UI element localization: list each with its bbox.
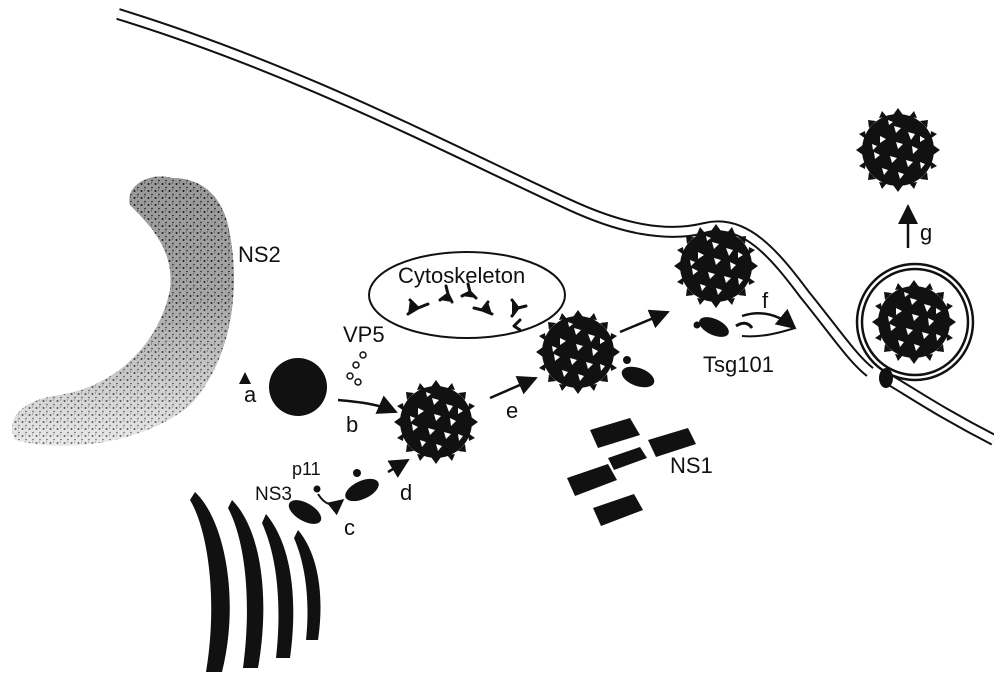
step-b-label: b	[346, 412, 358, 437]
step-d-label: d	[400, 480, 412, 505]
virion-5-released	[856, 108, 940, 192]
core-particle	[269, 358, 327, 416]
arrow-c-icon	[318, 494, 343, 505]
arrow-e-icon	[490, 378, 536, 398]
ns3-complex-dot	[353, 469, 361, 477]
vp5-particles	[347, 352, 366, 385]
virion-2-ns3-dot	[623, 356, 631, 364]
p11-dot	[314, 486, 321, 493]
vp5-label: VP5	[343, 322, 385, 347]
tsg101-complex	[696, 313, 732, 341]
ns2-label: NS2	[238, 242, 281, 267]
arrow-f-lower	[742, 328, 795, 336]
tsg101-label: Tsg101	[703, 352, 774, 377]
ns3-label: NS3	[255, 484, 292, 505]
step-a-label: a	[244, 382, 257, 407]
virion-3	[674, 224, 758, 308]
ns2-inclusion-body	[12, 177, 234, 446]
arrow-to-membrane-icon	[620, 312, 668, 332]
step-c-label: c	[344, 515, 355, 540]
step-e-label: e	[506, 398, 518, 423]
step-g-label: g	[920, 220, 932, 245]
step-f-label: f	[762, 288, 769, 313]
cytoskeleton-label: Cytoskeleton	[398, 263, 525, 288]
ns1-label: NS1	[670, 453, 713, 478]
arrow-d-icon	[388, 460, 408, 472]
tsg101-protein	[736, 323, 752, 328]
virion-2-ns3	[619, 363, 657, 392]
virion-2	[536, 310, 620, 394]
virion-1	[394, 380, 478, 464]
virion-4-budding	[872, 280, 956, 364]
ns3-complex	[342, 474, 382, 506]
p11-label: p11	[292, 459, 321, 479]
arrow-b-icon	[338, 400, 396, 412]
tsg101-dot	[694, 322, 701, 329]
